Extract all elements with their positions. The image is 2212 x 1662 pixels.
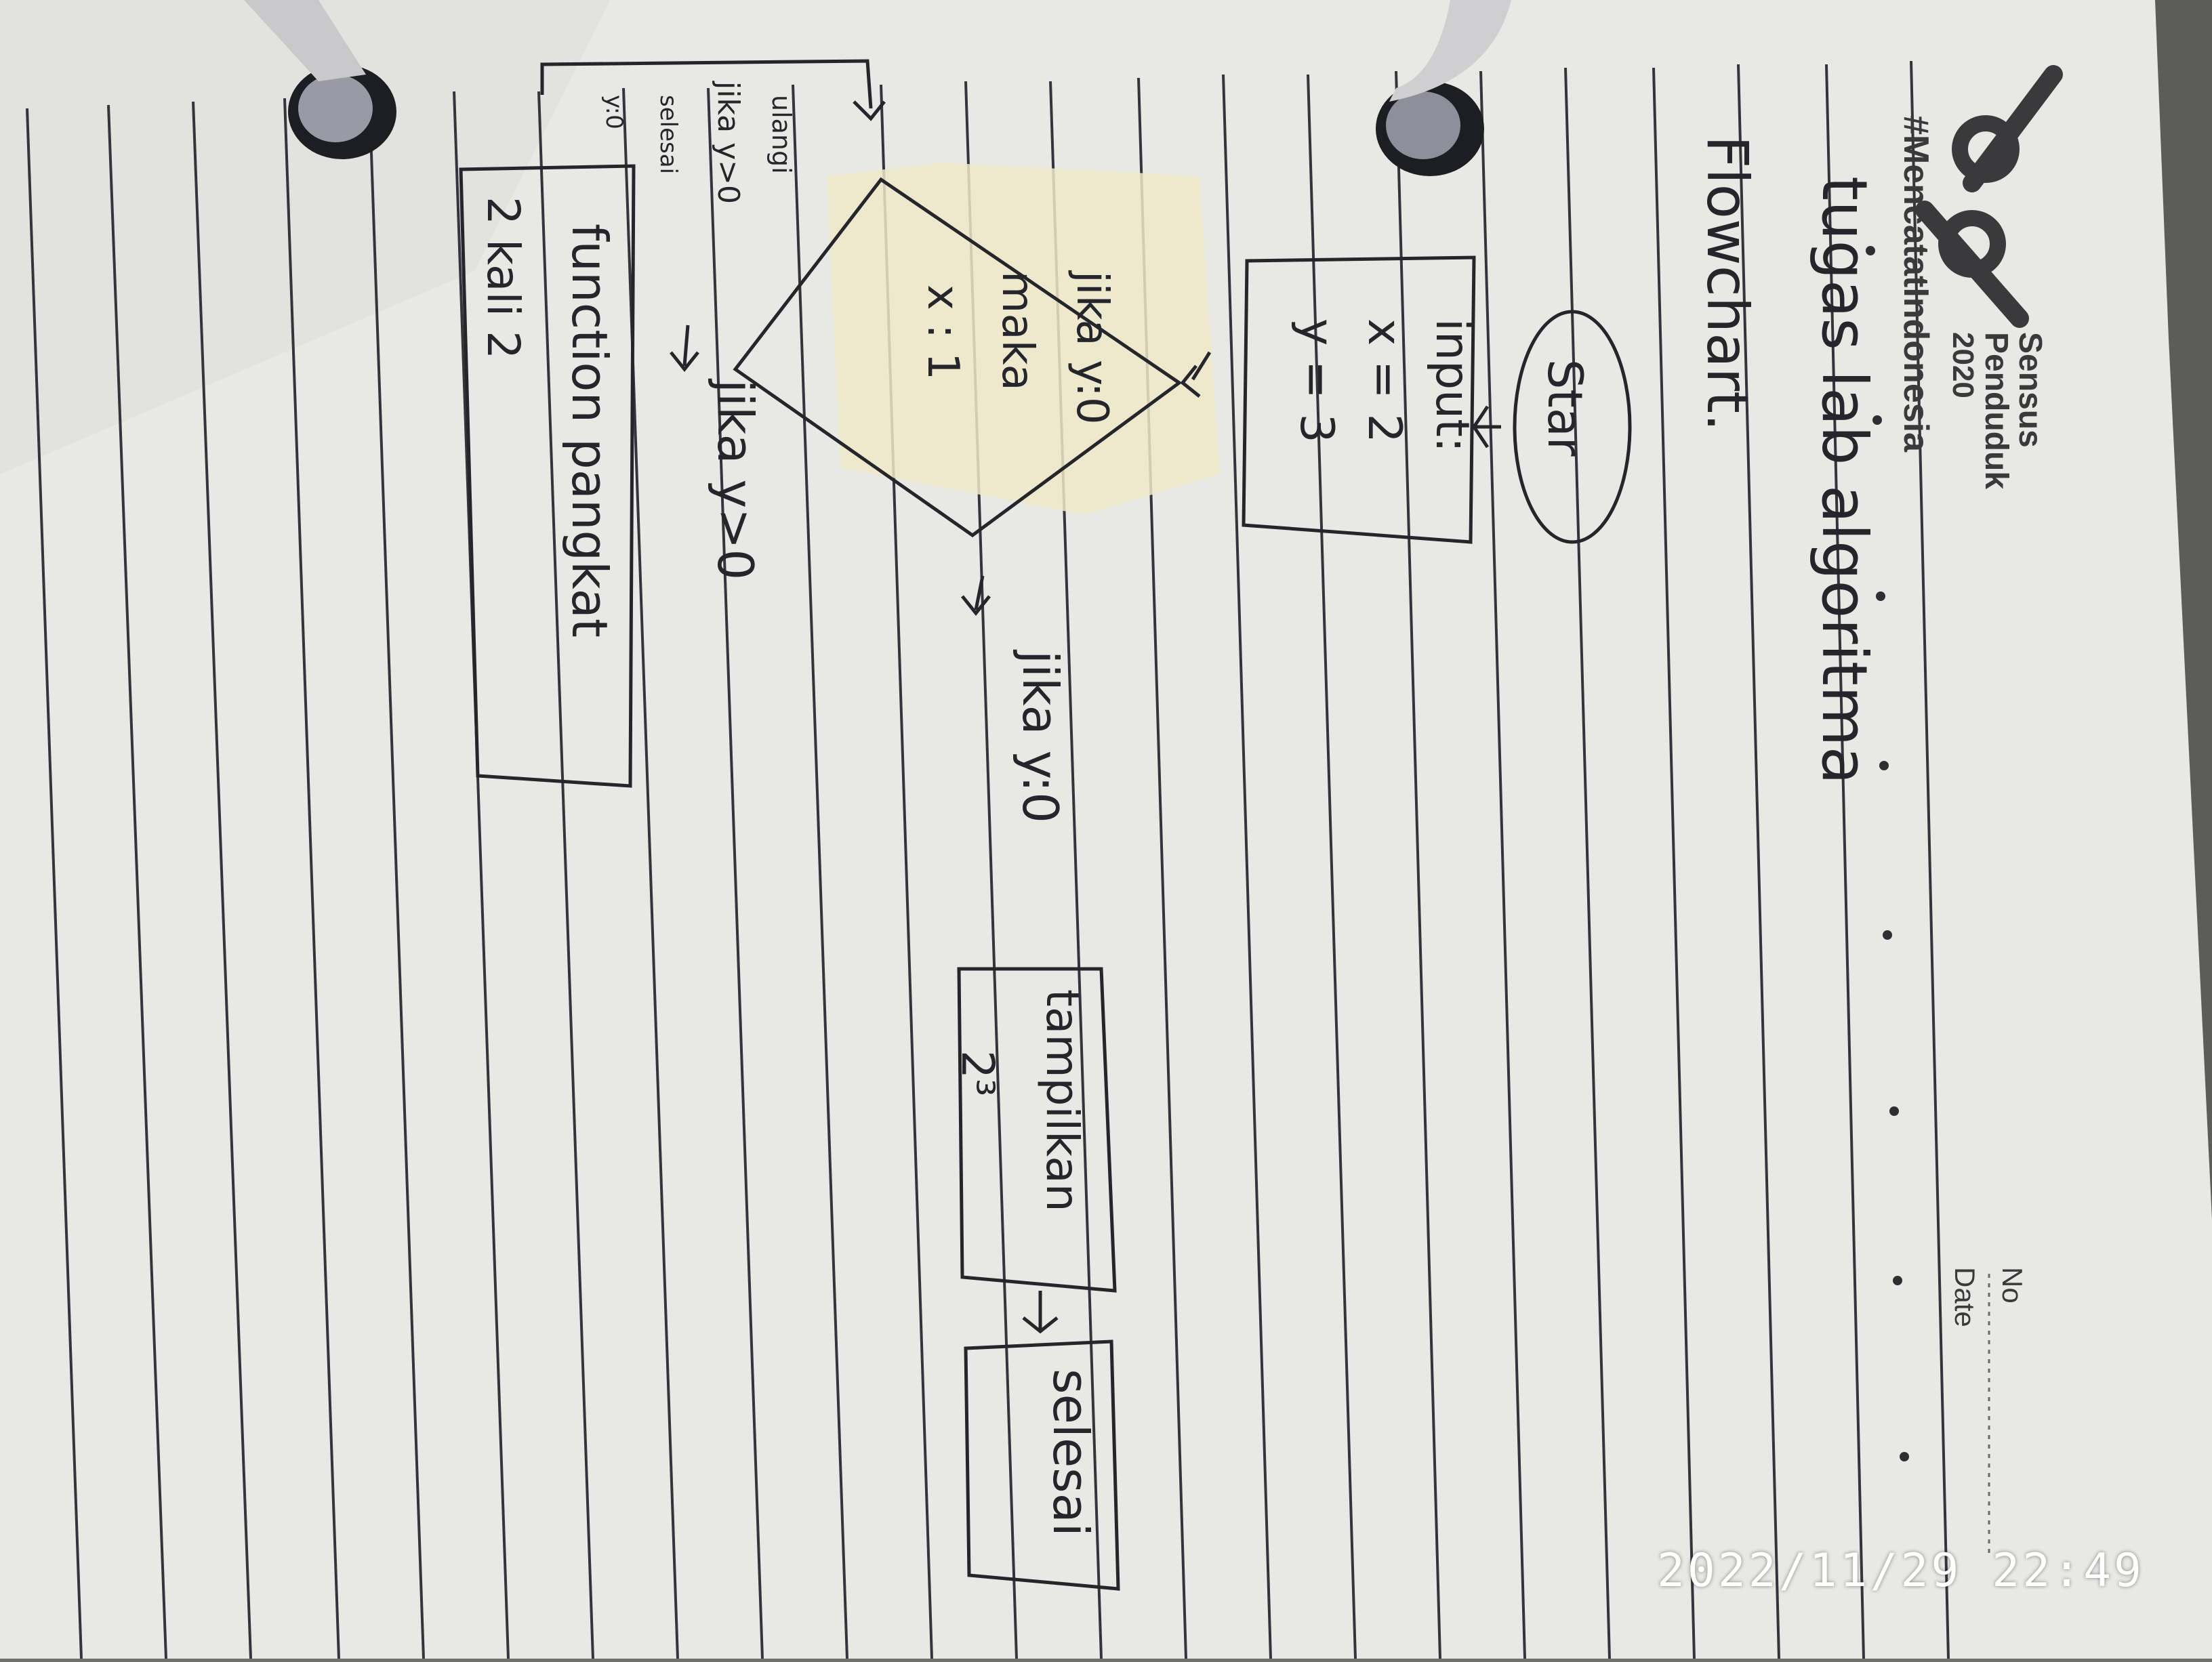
decision-diamond — [733, 177, 1183, 538]
binder-ring-1 — [244, 0, 396, 159]
arrow-start-input — [1471, 405, 1501, 449]
paper-shadow — [0, 0, 610, 474]
process-line-1: function pangkat — [561, 224, 618, 638]
no-label: No — [1996, 1267, 2028, 1304]
sensus-logo: Sensus Penduduk 2020 #MencatatIndonesia — [1896, 65, 2063, 489]
input-line-1: input: — [1425, 318, 1479, 453]
ruled-lines — [26, 60, 1950, 1659]
branch-zero-label: jika y:0 — [1012, 649, 1069, 823]
photo-timestamp: 2022/11/29 22:49 — [1656, 1544, 2144, 1598]
loop-note-1: ulangi — [766, 95, 796, 174]
input-box — [1242, 255, 1476, 544]
input-line-2: x = 2 — [1357, 318, 1411, 443]
notes-subheading: Flowchart. — [1694, 136, 1761, 432]
start-label: Star — [1537, 359, 1593, 457]
loop-note-4: y:0 — [600, 95, 628, 129]
decision-line-3: x : 1 — [918, 285, 968, 380]
input-line-3: y = 3 — [1290, 318, 1343, 443]
arrow-branch-zero — [961, 575, 991, 617]
loop-note-2: jika y>0 — [711, 81, 745, 204]
arrow-branch-positive — [670, 325, 699, 373]
flowchart: Star input: x = 2 y = 3 jika y:0 maka x … — [459, 59, 1632, 1591]
output-box — [957, 967, 1117, 1293]
end-box — [964, 1339, 1120, 1591]
process-box — [459, 164, 636, 788]
end-label: selesai — [1042, 1369, 1099, 1537]
logo-hashtag: #MencatatIndonesia — [1896, 115, 1936, 453]
notes-heading: tugas lab algoritma — [1808, 176, 1881, 785]
loop-arrow — [540, 59, 886, 121]
branch-positive-label: jika y>0 — [707, 378, 764, 580]
decision-line-2: maka — [992, 271, 1042, 391]
decision-line-1: jika y:0 — [1067, 270, 1117, 425]
output-line-2: 2³ — [951, 1050, 1004, 1096]
date-label: Date — [1949, 1267, 1981, 1327]
logo-line2: Penduduk — [1978, 332, 2014, 489]
logo-year: 2020 — [1946, 332, 1980, 398]
logo-mark — [1915, 65, 2063, 328]
process-line-2: 2 kali 2 — [477, 196, 529, 359]
loop-note-3: selesai — [655, 95, 682, 174]
logo-title: Sensus — [2012, 332, 2048, 448]
arrow-output-end — [1022, 1291, 1059, 1334]
start-oval — [1513, 310, 1632, 544]
binder-ring-2 — [1376, 0, 1511, 176]
output-line-1: tampilkan — [1036, 989, 1088, 1212]
header-dots — [1866, 246, 1909, 1461]
arrow-input-decision — [1180, 351, 1212, 398]
